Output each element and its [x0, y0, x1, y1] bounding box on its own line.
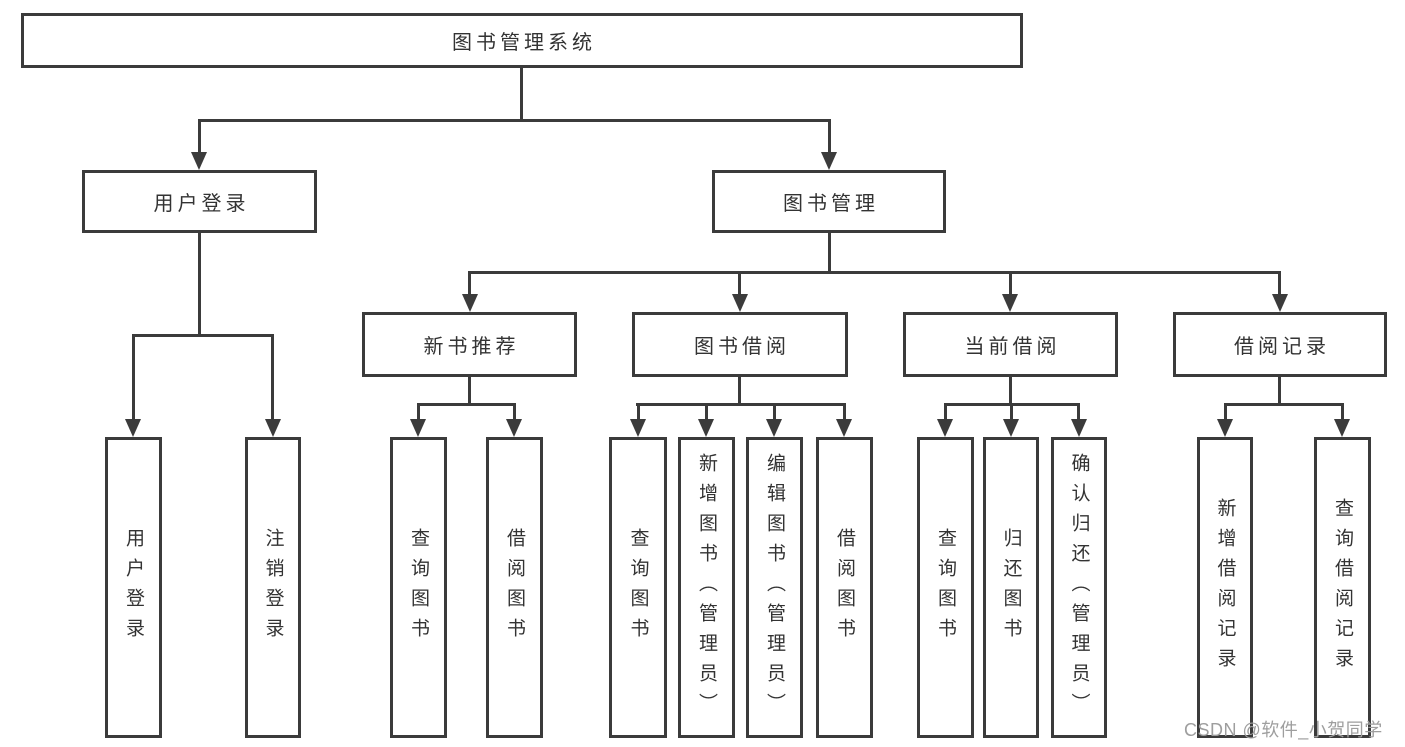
- leaf-edit-books-admin-label: 编辑图书（管理员）: [764, 452, 785, 723]
- connector-line: [944, 403, 947, 420]
- arrow-down-icon: [1272, 294, 1288, 312]
- leaf-user-login-label: 用户登录: [123, 527, 144, 648]
- arrow-down-icon: [125, 419, 141, 437]
- connector-line: [705, 403, 708, 420]
- connector-line: [637, 403, 640, 420]
- arrow-down-icon: [630, 419, 646, 437]
- connector-line: [828, 119, 831, 154]
- leaf-edit-books-admin: 编辑图书（管理员）: [746, 437, 803, 738]
- leaf-confirm-return-admin: 确认归还（管理员）: [1051, 437, 1107, 738]
- connector-line: [1278, 377, 1281, 406]
- arrow-down-icon: [937, 419, 953, 437]
- connector-line: [271, 334, 274, 420]
- connector-line: [738, 271, 741, 296]
- node-book-borrow: 图书借阅: [632, 312, 848, 377]
- node-root-label: 图书管理系统: [452, 32, 596, 54]
- leaf-confirm-return-admin-label: 确认归还（管理员）: [1068, 452, 1090, 723]
- connector-line: [1010, 403, 1013, 420]
- node-user-login-label: 用户登录: [153, 193, 250, 215]
- node-book-borrow-label: 图书借阅: [694, 336, 790, 358]
- arrow-down-icon: [191, 152, 207, 170]
- connector-line: [1009, 377, 1012, 406]
- node-borrow-records: 借阅记录: [1173, 312, 1387, 377]
- leaf-add-borrow-record: 新增借阅记录: [1197, 437, 1253, 738]
- node-new-book-recommend: 新书推荐: [362, 312, 577, 377]
- node-new-book-recommend-label: 新书推荐: [423, 336, 520, 358]
- leaf-query-borrow-record-label: 查询借阅记录: [1332, 497, 1353, 678]
- leaf-add-books-admin: 新增图书（管理员）: [678, 437, 735, 738]
- arrow-down-icon: [698, 419, 714, 437]
- arrow-down-icon: [1334, 419, 1350, 437]
- arrow-down-icon: [410, 419, 426, 437]
- node-current-borrow-label: 当前借阅: [964, 336, 1061, 358]
- connector-line: [198, 233, 201, 337]
- arrow-down-icon: [1071, 419, 1087, 437]
- connector-line: [417, 403, 420, 420]
- connector-line: [1278, 271, 1281, 296]
- arrow-down-icon: [1217, 419, 1233, 437]
- connector-branch: [1224, 403, 1343, 406]
- node-root: 图书管理系统: [21, 13, 1023, 68]
- arrow-down-icon: [462, 294, 478, 312]
- leaf-query-borrow-record: 查询借阅记录: [1314, 437, 1371, 738]
- leaf-borrow-books-recommend-label: 借阅图书: [504, 527, 525, 648]
- connector-branch: [198, 119, 830, 122]
- connector-line: [843, 403, 846, 420]
- leaf-query-books-current-label: 查询图书: [935, 527, 956, 648]
- node-current-borrow: 当前借阅: [903, 312, 1118, 377]
- connector-line: [468, 377, 471, 406]
- node-book-management-label: 图书管理: [783, 193, 879, 215]
- node-user-login: 用户登录: [82, 170, 317, 233]
- leaf-query-books-current: 查询图书: [917, 437, 974, 738]
- arrow-down-icon: [821, 152, 837, 170]
- arrow-down-icon: [265, 419, 281, 437]
- connector-line: [828, 233, 831, 274]
- leaf-logout-label: 注销登录: [262, 527, 284, 648]
- csdn-watermark: CSDN @软件_小贺同学: [1184, 720, 1383, 740]
- leaf-borrow-books: 借阅图书: [816, 437, 873, 738]
- node-borrow-records-label: 借阅记录: [1234, 336, 1330, 358]
- leaf-add-books-admin-label: 新增图书（管理员）: [696, 452, 717, 723]
- connector-line: [1009, 271, 1012, 296]
- leaf-borrow-books-recommend: 借阅图书: [486, 437, 543, 738]
- connector-line: [738, 377, 741, 406]
- arrow-down-icon: [766, 419, 782, 437]
- connector-line: [1077, 403, 1080, 420]
- leaf-query-books-borrow-label: 查询图书: [627, 527, 649, 648]
- connector-line: [520, 68, 523, 122]
- connector-line: [773, 403, 776, 420]
- connector-line: [513, 403, 516, 420]
- arrow-down-icon: [836, 419, 852, 437]
- arrow-down-icon: [1002, 294, 1018, 312]
- leaf-query-books-recommend: 查询图书: [390, 437, 447, 738]
- connector-line: [1341, 403, 1344, 420]
- arrow-down-icon: [1003, 419, 1019, 437]
- leaf-add-borrow-record-label: 新增借阅记录: [1214, 497, 1236, 678]
- connector-branch: [132, 334, 274, 337]
- connector-branch: [636, 403, 845, 406]
- connector-branch: [417, 403, 516, 406]
- connector-line: [468, 271, 471, 296]
- leaf-user-login: 用户登录: [105, 437, 162, 738]
- connector-line: [1224, 403, 1227, 420]
- arrow-down-icon: [506, 419, 522, 437]
- arrow-down-icon: [732, 294, 748, 312]
- leaf-return-books-label: 归还图书: [1000, 527, 1022, 648]
- leaf-borrow-books-label: 借阅图书: [834, 527, 855, 648]
- connector-line: [132, 334, 135, 420]
- leaf-query-books-borrow: 查询图书: [609, 437, 667, 738]
- connector-line: [198, 119, 201, 154]
- leaf-query-books-recommend-label: 查询图书: [408, 527, 429, 648]
- connector-branch: [468, 271, 1281, 274]
- leaf-logout: 注销登录: [245, 437, 301, 738]
- leaf-return-books: 归还图书: [983, 437, 1039, 738]
- node-book-management: 图书管理: [712, 170, 946, 233]
